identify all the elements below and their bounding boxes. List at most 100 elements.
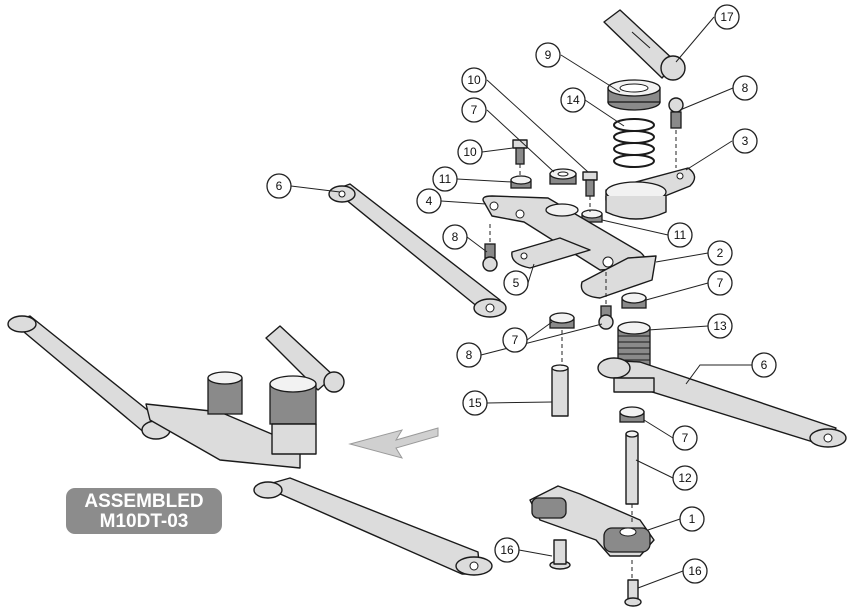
callout-circle bbox=[707, 313, 733, 339]
callout-circle bbox=[732, 75, 758, 101]
part-7-bearing-upper bbox=[549, 168, 577, 185]
callout-circle bbox=[266, 173, 292, 199]
callout-7: 7 bbox=[461, 97, 487, 123]
callout-13: 13 bbox=[707, 313, 733, 339]
callout-11: 11 bbox=[667, 222, 693, 248]
part-9-nut bbox=[607, 79, 661, 111]
callout-6: 6 bbox=[266, 173, 292, 199]
part-16-screw-left bbox=[549, 539, 571, 570]
callout-label: 9 bbox=[545, 48, 552, 62]
callout-circle bbox=[672, 465, 698, 491]
callout-label: 2 bbox=[717, 246, 724, 260]
callout-17: 17 bbox=[714, 4, 740, 30]
callout-10: 10 bbox=[461, 67, 487, 93]
callout-circle bbox=[503, 270, 529, 296]
callout-12: 12 bbox=[672, 465, 698, 491]
part-8-ballstud-lower bbox=[598, 305, 614, 330]
part-7-bearing-left bbox=[549, 312, 575, 329]
callout-7: 7 bbox=[707, 270, 733, 296]
callout-circle bbox=[502, 327, 528, 353]
part-7-bearing-lower bbox=[619, 406, 645, 423]
callout-label: 8 bbox=[466, 348, 473, 362]
callout-label: 7 bbox=[471, 103, 478, 117]
callout-7: 7 bbox=[502, 327, 528, 353]
callout-2: 2 bbox=[707, 240, 733, 266]
callout-label: 3 bbox=[742, 134, 749, 148]
callout-label: 6 bbox=[761, 358, 768, 372]
callout-label: 17 bbox=[720, 10, 734, 24]
part-8-ballstud-left bbox=[482, 243, 498, 272]
part-6-tierod-upper bbox=[328, 183, 507, 318]
callout-circle bbox=[461, 97, 487, 123]
callout-circle bbox=[672, 425, 698, 451]
callout-16: 16 bbox=[494, 537, 520, 563]
callout-circle bbox=[461, 67, 487, 93]
callout-circle bbox=[560, 87, 586, 113]
exploded-parts bbox=[328, 9, 847, 607]
callout-15: 15 bbox=[462, 390, 488, 416]
callout-16: 16 bbox=[682, 558, 708, 584]
callout-label: 10 bbox=[463, 145, 477, 159]
assembled-badge: ASSEMBLED M10DT-03 bbox=[66, 488, 222, 534]
callout-7: 7 bbox=[672, 425, 698, 451]
badge-line-1: ASSEMBLED bbox=[84, 491, 203, 512]
callout-circle bbox=[494, 537, 520, 563]
callout-circle bbox=[457, 139, 483, 165]
callout-8: 8 bbox=[442, 224, 468, 250]
callout-label: 7 bbox=[682, 431, 689, 445]
callout-label: 16 bbox=[500, 543, 514, 557]
callouts: 17 9 10 8 14 7 3 10 6 11 4 11 8 2 5 7 13 7 8 6 15 7 12 1 16 16 bbox=[266, 4, 777, 584]
callout-label: 16 bbox=[688, 564, 702, 578]
callout-8: 8 bbox=[456, 342, 482, 368]
part-10-screw-right bbox=[582, 171, 598, 197]
part-6-tierod-lower bbox=[597, 357, 847, 448]
callout-label: 15 bbox=[468, 396, 482, 410]
callout-label: 13 bbox=[713, 319, 727, 333]
callout-circle bbox=[707, 240, 733, 266]
callout-label: 1 bbox=[689, 512, 696, 526]
callout-label: 6 bbox=[276, 179, 283, 193]
part-15-post bbox=[551, 364, 569, 417]
callout-circle bbox=[714, 4, 740, 30]
part-12-shaft bbox=[625, 430, 639, 505]
part-7-bearing-right bbox=[621, 292, 647, 309]
callout-circle bbox=[416, 188, 442, 214]
callout-1: 1 bbox=[679, 506, 705, 532]
part-1-mount bbox=[529, 485, 655, 557]
callout-14: 14 bbox=[560, 87, 586, 113]
callout-label: 12 bbox=[678, 471, 692, 485]
part-14-spring bbox=[613, 118, 655, 168]
part-5-link-plate bbox=[511, 237, 591, 269]
badge-line-2: M10DT-03 bbox=[100, 511, 189, 532]
part-8-ballstud-top bbox=[668, 97, 684, 129]
callout-circle bbox=[442, 224, 468, 250]
callout-label: 10 bbox=[467, 73, 481, 87]
callout-3: 3 bbox=[732, 128, 758, 154]
callout-circle bbox=[535, 42, 561, 68]
callout-label: 11 bbox=[674, 228, 687, 242]
callout-label: 14 bbox=[566, 93, 580, 107]
part-16-screw-right bbox=[624, 579, 642, 607]
leader-lines bbox=[290, 16, 752, 589]
callout-6: 6 bbox=[751, 352, 777, 378]
part-11-bearing-left bbox=[510, 175, 532, 189]
callout-11: 11 bbox=[432, 166, 458, 192]
callout-10: 10 bbox=[457, 139, 483, 165]
direction-arrow bbox=[348, 427, 439, 459]
callout-label: 4 bbox=[426, 194, 433, 208]
callout-label: 7 bbox=[717, 276, 724, 290]
callout-8: 8 bbox=[732, 75, 758, 101]
callout-circle bbox=[667, 222, 693, 248]
callout-circle bbox=[682, 558, 708, 584]
assembled-view bbox=[7, 315, 493, 576]
callout-circle bbox=[751, 352, 777, 378]
callout-circle bbox=[432, 166, 458, 192]
callout-label: 7 bbox=[512, 333, 519, 347]
callout-4: 4 bbox=[416, 188, 442, 214]
callout-circle bbox=[732, 128, 758, 154]
callout-circle bbox=[679, 506, 705, 532]
callout-label: 11 bbox=[439, 172, 452, 186]
callout-5: 5 bbox=[503, 270, 529, 296]
callout-circle bbox=[462, 390, 488, 416]
